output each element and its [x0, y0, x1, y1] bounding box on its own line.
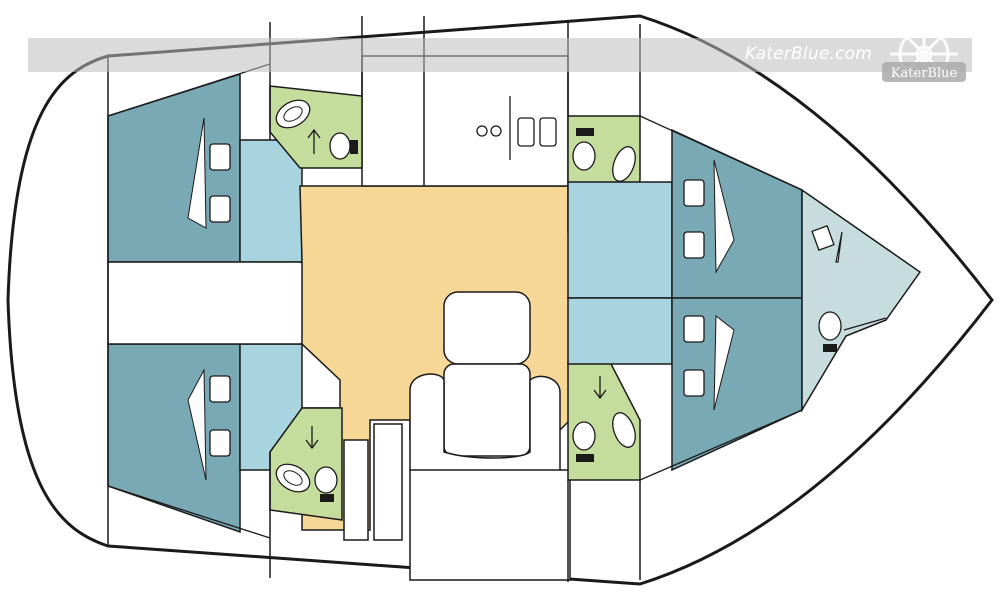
ships-wheel-icon: KaterBlue — [882, 20, 966, 88]
forepeak-hatch-icon — [811, 225, 835, 251]
hull-rail — [107, 63, 271, 117]
berth-divider-icon — [713, 159, 735, 274]
pillow-icon — [683, 231, 705, 259]
sink-icon — [539, 117, 557, 147]
arrow-up-icon — [307, 128, 321, 154]
arrow-down-icon — [593, 376, 607, 400]
berth-divider-icon — [187, 368, 207, 481]
toilet-tank — [576, 454, 594, 462]
toilet-icon — [818, 311, 842, 341]
hull-rail — [639, 115, 803, 191]
sink-icon — [517, 117, 535, 147]
toilet-tank — [350, 140, 358, 154]
fwd-corridor-bottom — [567, 297, 673, 365]
washbasin-icon — [283, 470, 303, 486]
watermark-site-text: KaterBlue.com — [744, 44, 872, 64]
pillow-icon — [209, 143, 231, 171]
pillow-icon — [683, 369, 705, 397]
toilet-tank — [576, 128, 594, 136]
washbasin-icon — [275, 463, 311, 493]
aft-corridor-top — [239, 139, 303, 263]
berth-divider-icon — [187, 117, 207, 229]
hull-rail — [107, 485, 271, 539]
washbasin-icon — [283, 106, 303, 122]
toilet-tank — [320, 494, 334, 502]
chart-table — [409, 469, 571, 581]
washbasin-icon — [275, 99, 311, 129]
arrow-down-icon — [305, 426, 319, 450]
forepeak-bulkhead — [843, 317, 887, 331]
galley — [361, 55, 569, 187]
logo-text: KaterBlue — [891, 66, 958, 81]
toilet-tank — [823, 344, 837, 352]
washbasin-icon — [612, 146, 636, 182]
engine-compartment — [107, 261, 305, 345]
watermark-bar — [28, 38, 972, 72]
hull-rail — [639, 409, 803, 481]
stove-burner-icon — [490, 125, 502, 137]
toilet-icon — [329, 132, 351, 160]
pillow-icon — [209, 375, 231, 403]
pillow-icon — [209, 195, 231, 223]
stove-burner-icon — [476, 125, 488, 137]
toilet-icon — [572, 141, 596, 171]
washbasin-icon — [612, 412, 636, 448]
saloon-table — [443, 291, 531, 365]
toilet-icon — [572, 421, 596, 451]
nav-seat — [343, 439, 369, 541]
saloon-seat — [443, 363, 531, 457]
toilet-icon — [314, 466, 338, 494]
berth-divider-icon — [713, 314, 735, 411]
fwd-corridor-top — [567, 181, 673, 299]
nav-seat — [373, 423, 403, 541]
pillow-icon — [683, 315, 705, 343]
forepeak-sail-icon — [835, 231, 843, 263]
pillow-icon — [209, 429, 231, 457]
pillow-icon — [683, 179, 705, 207]
